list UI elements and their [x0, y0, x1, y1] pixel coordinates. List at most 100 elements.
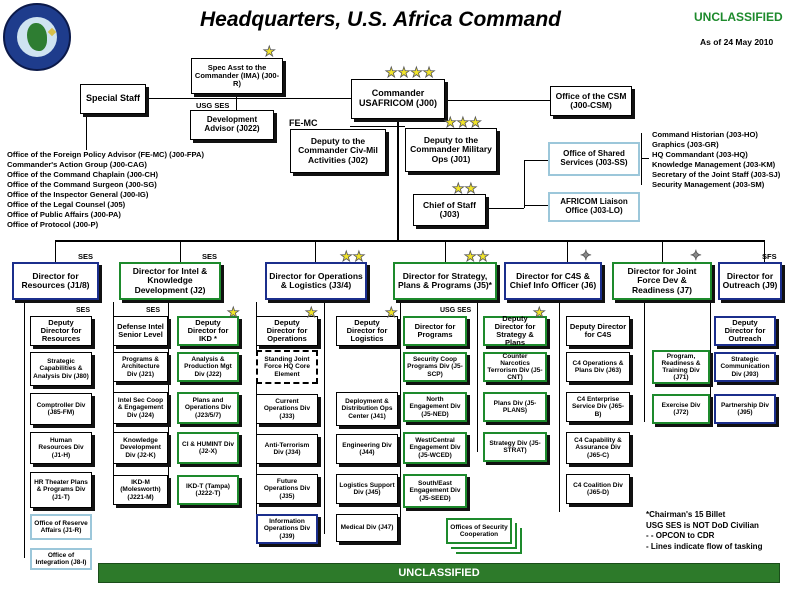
deputy-j9: Deputy Director for Outreach	[714, 316, 776, 346]
j5-div: Offices of Security Cooperation	[446, 518, 512, 544]
list-item: Commander's Action Group (J00-CAG)	[7, 160, 147, 169]
j9-div: Partnership Div (J95)	[714, 394, 776, 424]
legend: *Chairman's 15 Billet USG SES is NOT DoD…	[646, 510, 762, 552]
j1-div: Human Resources Div (J1-H)	[30, 432, 92, 464]
deputy-milops-box: Deputy to the Commander Military Ops (J0…	[405, 128, 497, 172]
j1-dep-ses: SES	[76, 307, 91, 314]
list-item: Office of Public Affairs (J00-PA)	[7, 210, 121, 219]
deputy-j1: Deputy Director for Resources	[30, 316, 92, 346]
j1-ses: SES	[78, 252, 94, 261]
as-of-date: As of 24 May 2010	[700, 37, 774, 47]
deputy-j2-star: ★	[227, 304, 240, 320]
shared-services-box: Office of Shared Services (J03-SS)	[548, 142, 640, 176]
deputy-civmil-box: Deputy to the Commander Civ-Mil Activiti…	[290, 129, 386, 173]
list-item: Office of the Foreign Policy Advisor (FE…	[7, 150, 205, 159]
director-j5: Director for Strategy, Plans & Programs …	[393, 262, 497, 300]
director-j6: Director for C4S & Chief Info Officer (J…	[504, 262, 602, 300]
j2-div: CI & HUMINT Div (J2-X)	[177, 432, 239, 464]
classification-top: UNCLASSIFIED	[694, 10, 783, 24]
deputy-milops-stars: ★★★	[444, 114, 482, 130]
commander-box: Commander USAFRICOM (J00)	[351, 79, 445, 119]
dev-advisor-usg-ses: USG SES	[196, 101, 230, 110]
classification-footer-text: UNCLASSIFIED	[398, 567, 480, 579]
special-staff-box: Special Staff	[80, 84, 146, 114]
liaison-box: AFRICOM Liaison Office (J03-LO)	[548, 192, 640, 222]
page-title: Headquarters, U.S. Africa Command	[200, 8, 561, 31]
j6-div: C4 Operations & Plans Div (J63)	[566, 352, 630, 382]
j3-div: Engineering Div (J44)	[336, 434, 398, 464]
list-item: Security Management (J03-SM)	[652, 180, 765, 189]
list-item: Secretary of the Joint Staff (J03-SJ)	[652, 170, 781, 179]
j3-div: Standing Joint Force HQ Core Element	[256, 350, 318, 384]
deputy-j3-log: Deputy Director for Logistics	[336, 316, 398, 346]
j3-stars: ★★	[340, 248, 366, 264]
fe-mc-label: FE-MC	[289, 118, 318, 128]
j6-div: C4 Capability & Assurance Div (J65-C)	[566, 432, 630, 464]
j2-ses: SES	[202, 252, 218, 261]
deputy-j6: Deputy Director for C4S	[566, 316, 630, 346]
deputy-j3-ops-star: ★	[305, 304, 318, 320]
spec-asst-box: Spec Asst to the Commander (IMA) (J00-R)	[191, 58, 283, 94]
j3-div: Deployment & Distribution Ops Center (J4…	[336, 392, 398, 426]
spec-asst-star: ★	[263, 43, 276, 59]
j3-div: Anti-Terrorism Div (J34)	[256, 434, 318, 464]
j5-usg-ses: USG SES	[440, 307, 472, 314]
deputy-j2: Deputy Director for IKD *	[177, 316, 239, 346]
j5-div: North Engagement Div (J5-NED)	[403, 392, 467, 422]
j3-div: Future Operations Div (J35)	[256, 474, 318, 504]
legend-item: - Lines indicate flow of tasking	[646, 541, 763, 551]
chief-of-staff-box: Chief of Staff (J03)	[413, 194, 486, 226]
deputy-j3-ops: Deputy Director for Operations	[256, 316, 318, 346]
commander-stars: ★★★★	[385, 64, 436, 80]
j5-div: Counter Narcotics Terrorism Div (J5-CNT)	[483, 352, 547, 382]
legend-item: - - OPCON to CDR	[646, 531, 715, 540]
list-item: Office of the Inspector General (J00-IG)	[7, 190, 149, 199]
legend-item: USG SES is NOT DoD Civilian	[646, 520, 759, 530]
list-item: HQ Commandant (J03-HQ)	[652, 150, 748, 159]
j5-div: West/Central Engagement Div (J5-WCED)	[403, 432, 467, 464]
j5-div: Security Coop Programs Div (J5-SCP)	[403, 352, 467, 382]
list-item: Office of the Command Chaplain (J00-CH)	[7, 170, 159, 179]
j7-div: Program, Readiness & Training Div (J71)	[652, 350, 710, 384]
j2-div: IKD-T (Tampa) (J222-T)	[177, 475, 239, 505]
j2-div: IKD-M (Molesworth) (J221-M)	[113, 475, 168, 505]
director-j7: Director for Joint Force Dev & Readiness…	[612, 262, 712, 300]
j1-div: HR Theater Plans & Programs Div (J1-T)	[30, 472, 92, 508]
list-item: Command Historian (J03-HO)	[652, 130, 758, 139]
j1-div: Strategic Capabilities & Analysis Div (J…	[30, 352, 92, 386]
list-item: Office of the Legal Counsel (J05)	[7, 200, 126, 209]
j6-rank-icon: ✦	[580, 247, 593, 263]
special-staff-list: Office of the Foreign Policy Advisor (FE…	[7, 150, 204, 230]
j1-div: Office of Reserve Affairs (J1-R)	[30, 514, 92, 540]
dev-advisor-box: Development Advisor (J022)	[190, 110, 274, 140]
j6-div: C4 Enterprise Service Div (J65-B)	[566, 392, 630, 422]
j5-div: Plans Div (J5-PLANS)	[483, 392, 547, 422]
deputy-j5-strategy: Deputy Director for Strategy & Plans	[483, 314, 547, 347]
j2-div: Programs & Architecture Div (J21)	[113, 352, 168, 382]
legend-item: *Chairman's 15 Billet	[646, 510, 726, 519]
list-item: Knowledge Management (J03-KM)	[652, 160, 776, 169]
j3-div: Medical Div (J47)	[336, 514, 398, 542]
j5-stars: ★★	[464, 248, 490, 264]
deputy-j5-programs: Director for Programs	[403, 316, 467, 346]
shared-services-list: Command Historian (J03-HO) Graphics (J03…	[652, 130, 780, 190]
director-j1: Director for Resources (J1/8)	[12, 262, 99, 300]
deputy-j5-star: ★	[533, 304, 546, 320]
list-item: Graphics (J03-GR)	[652, 140, 719, 149]
j1-div: Comptroller Div (J85-FM)	[30, 393, 92, 425]
j3-div: Logistics Support Div (J45)	[336, 474, 398, 504]
deputy-j2-senior: Defense Intel Senior Level	[113, 316, 168, 346]
j2-div: Knowledge Development Div (J2-K)	[113, 432, 168, 464]
j9-sfs: SFS	[762, 252, 777, 261]
list-item: Office of the Command Surgeon (J00-SG)	[7, 180, 157, 189]
director-j2: Director for Intel & Knowledge Developme…	[119, 262, 221, 300]
chief-of-staff-stars: ★★	[452, 180, 478, 196]
j5-div: South/East Engagement Div (J5-SEED)	[403, 474, 467, 508]
director-j3: Director for Operations & Logistics (J3/…	[265, 262, 367, 300]
director-j9: Director for Outreach (J9)	[718, 262, 782, 300]
j6-div: C4 Coalition Div (J65-D)	[566, 474, 630, 504]
j9-div: Strategic Communication Div (J93)	[714, 352, 776, 382]
list-item: Office of Protocol (J00-P)	[7, 220, 99, 229]
csm-box: Office of the CSM (J00-CSM)	[550, 86, 632, 116]
deputy-j3-log-star: ★	[385, 304, 398, 320]
